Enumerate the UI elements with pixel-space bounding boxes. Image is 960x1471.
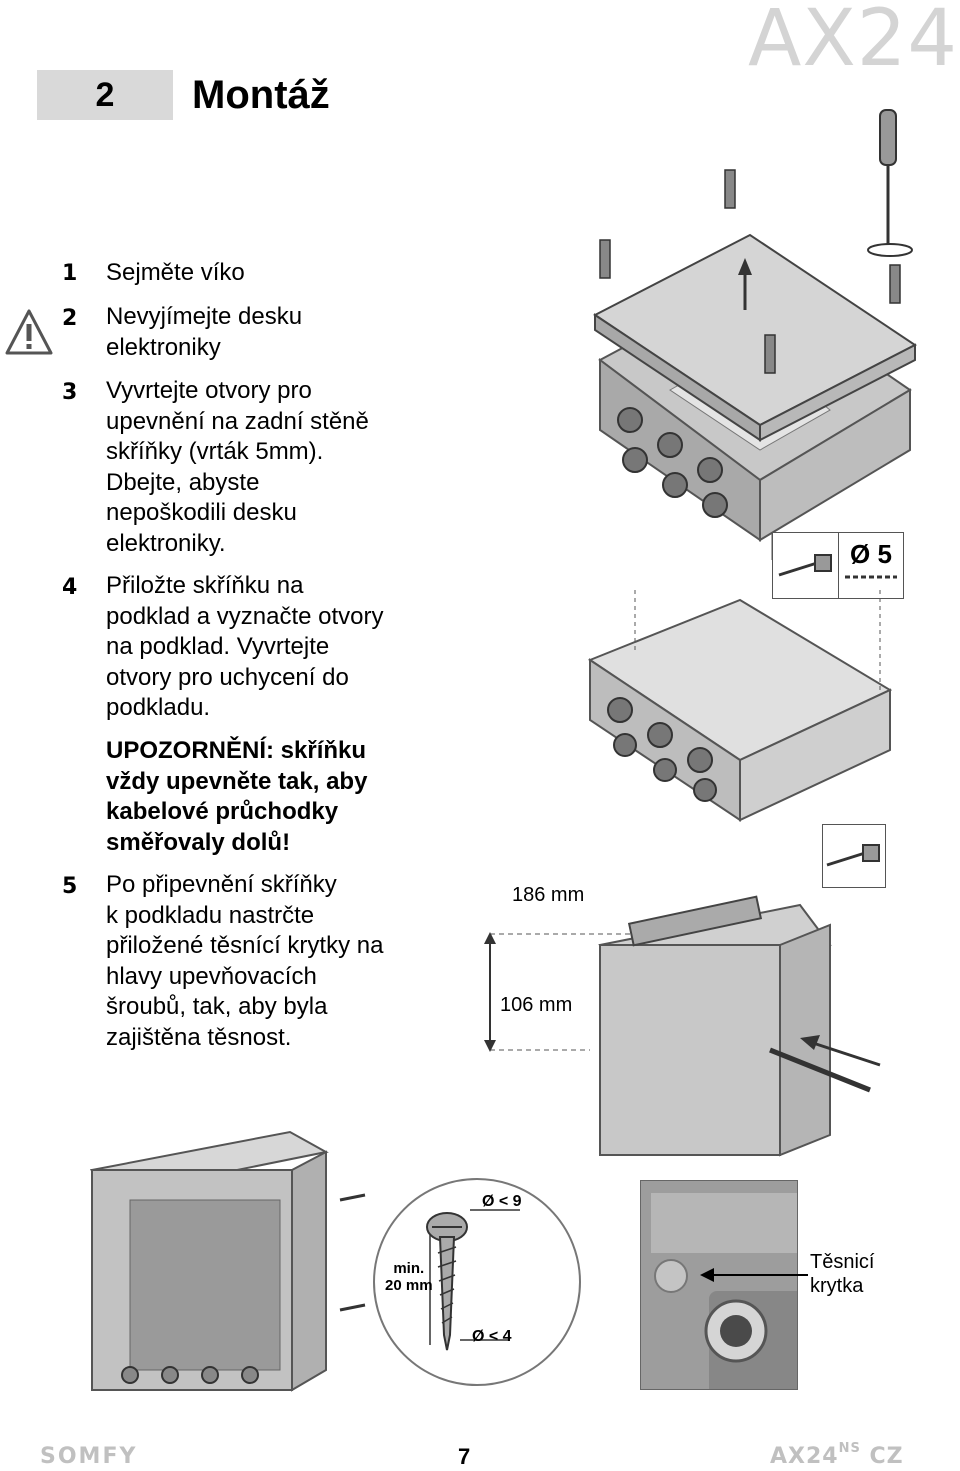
page-number: 7 [458,1444,471,1469]
step-line: přiložené těsnící krytky na [106,932,384,959]
warning-triangle-icon [5,309,53,355]
step-text: Po připevnění skříňky k podkladu nastrčt… [106,870,426,1053]
seal-cap-label: Těsnicí krytka [810,1250,875,1298]
screw-length-value: 20 mm [385,1277,433,1294]
watermark-model: AX24 [748,0,959,84]
seal-label-line: Těsnicí [810,1251,875,1273]
footer-model-name: AX24 [770,1444,839,1469]
step-line: upevnění na zadní stěně [106,407,369,435]
step-line: skříňky (vrták 5mm). [106,438,324,465]
step-number: 1 [62,261,78,286]
section-title: Montáž [192,73,330,117]
note-line: UPOZORNĚNÍ: skříňku [106,737,367,764]
step-line: Nevyjímejte desku [106,303,303,330]
step-line: Přiložte skříňku na [106,572,304,599]
step-text: Nevyjímejte desku elektroniky [106,302,426,363]
rotation-arrow-icon [867,243,913,257]
footer-lang: CZ [869,1444,904,1469]
screwdriver-icon [867,109,913,257]
height-dimension-label: 106 mm [500,994,573,1016]
step-text: Přiložte skříňku na podklad a vyznačte o… [106,571,426,724]
step-line: podklad a vyznačte otvory [106,602,384,630]
pointer-arrow-icon [700,1268,808,1282]
screw-icon [339,1303,366,1312]
screw-icon [339,1193,366,1202]
cable-gland-icon [121,1366,259,1384]
note-line: směřovaly dolů! [106,828,291,856]
screw-head-label: Ø < 9 [482,1193,522,1210]
step-line: podkladu. [106,694,211,721]
step-number: 5 [62,874,78,899]
cable-gland-icon [607,697,717,802]
step-line: k podkladu nastrčte [106,901,315,929]
step-number: 4 [62,575,78,600]
step-line: elektroniky [106,333,221,361]
step-line: šroubů, tak, aby byla [106,993,328,1020]
warning-note: UPOZORNĚNÍ: skříňku vždy upevněte tak, a… [106,736,426,858]
drill-size-box: Ø 5 [838,532,904,599]
step-text: Sejměte víko [106,258,426,289]
step-line: elektroniky. [106,529,226,557]
step-line: Vyvrtejte otvory pro [106,377,312,404]
drill-bit-icon [822,824,886,888]
figure-box-mounted [90,1130,366,1392]
step-line: hlavy upevňovacích [106,962,317,990]
footer-brand: SOMFY [40,1444,138,1469]
cable-gland-icon [617,407,728,518]
step-line: otvory pro uchycení do [106,663,349,691]
figure-seal-cap-photo [640,1180,798,1390]
step-line: na podklad. Vyvrtejte [106,633,330,660]
screw-icon [426,1212,468,1351]
section-number: 2 [37,70,173,120]
figure-remove-lid [593,109,917,560]
figure-screw-detail [373,1178,581,1386]
seal-cap-icon [654,1259,688,1293]
screw-min-label: min. [393,1260,425,1277]
step-text: Vyvrtejte otvory pro upevnění na zadní s… [106,376,426,559]
step-line: Sejměte víko [106,259,245,286]
figure-dimensions [484,895,881,1157]
step-line: nepoškodili desku [106,499,297,526]
drill-size-label: Ø 5 [850,539,892,569]
step-number: 2 [62,306,78,331]
note-line: vždy upevněte tak, aby [106,767,368,795]
drill-bit-icon [772,532,840,599]
screw-length-label: min. 20 mm [385,1260,433,1294]
footer-model-sup: NS [838,1441,861,1456]
step-line: Po připevnění skříňky [106,871,337,898]
seal-label-line: krytka [810,1275,864,1297]
note-line: kabelové průchodky [106,798,339,825]
width-dimension-label: 186 mm [512,884,585,906]
step-line: zajištěna těsnost. [106,1023,292,1051]
step-line: Dbejte, abyste [106,468,260,496]
drill-bit-icon [845,575,897,579]
screw-icon [599,169,901,374]
footer-model: AX24NS CZ [770,1442,904,1469]
figure-mark-holes [587,590,893,822]
screw-shaft-label: Ø < 4 [472,1328,512,1345]
step-number: 3 [62,380,78,405]
